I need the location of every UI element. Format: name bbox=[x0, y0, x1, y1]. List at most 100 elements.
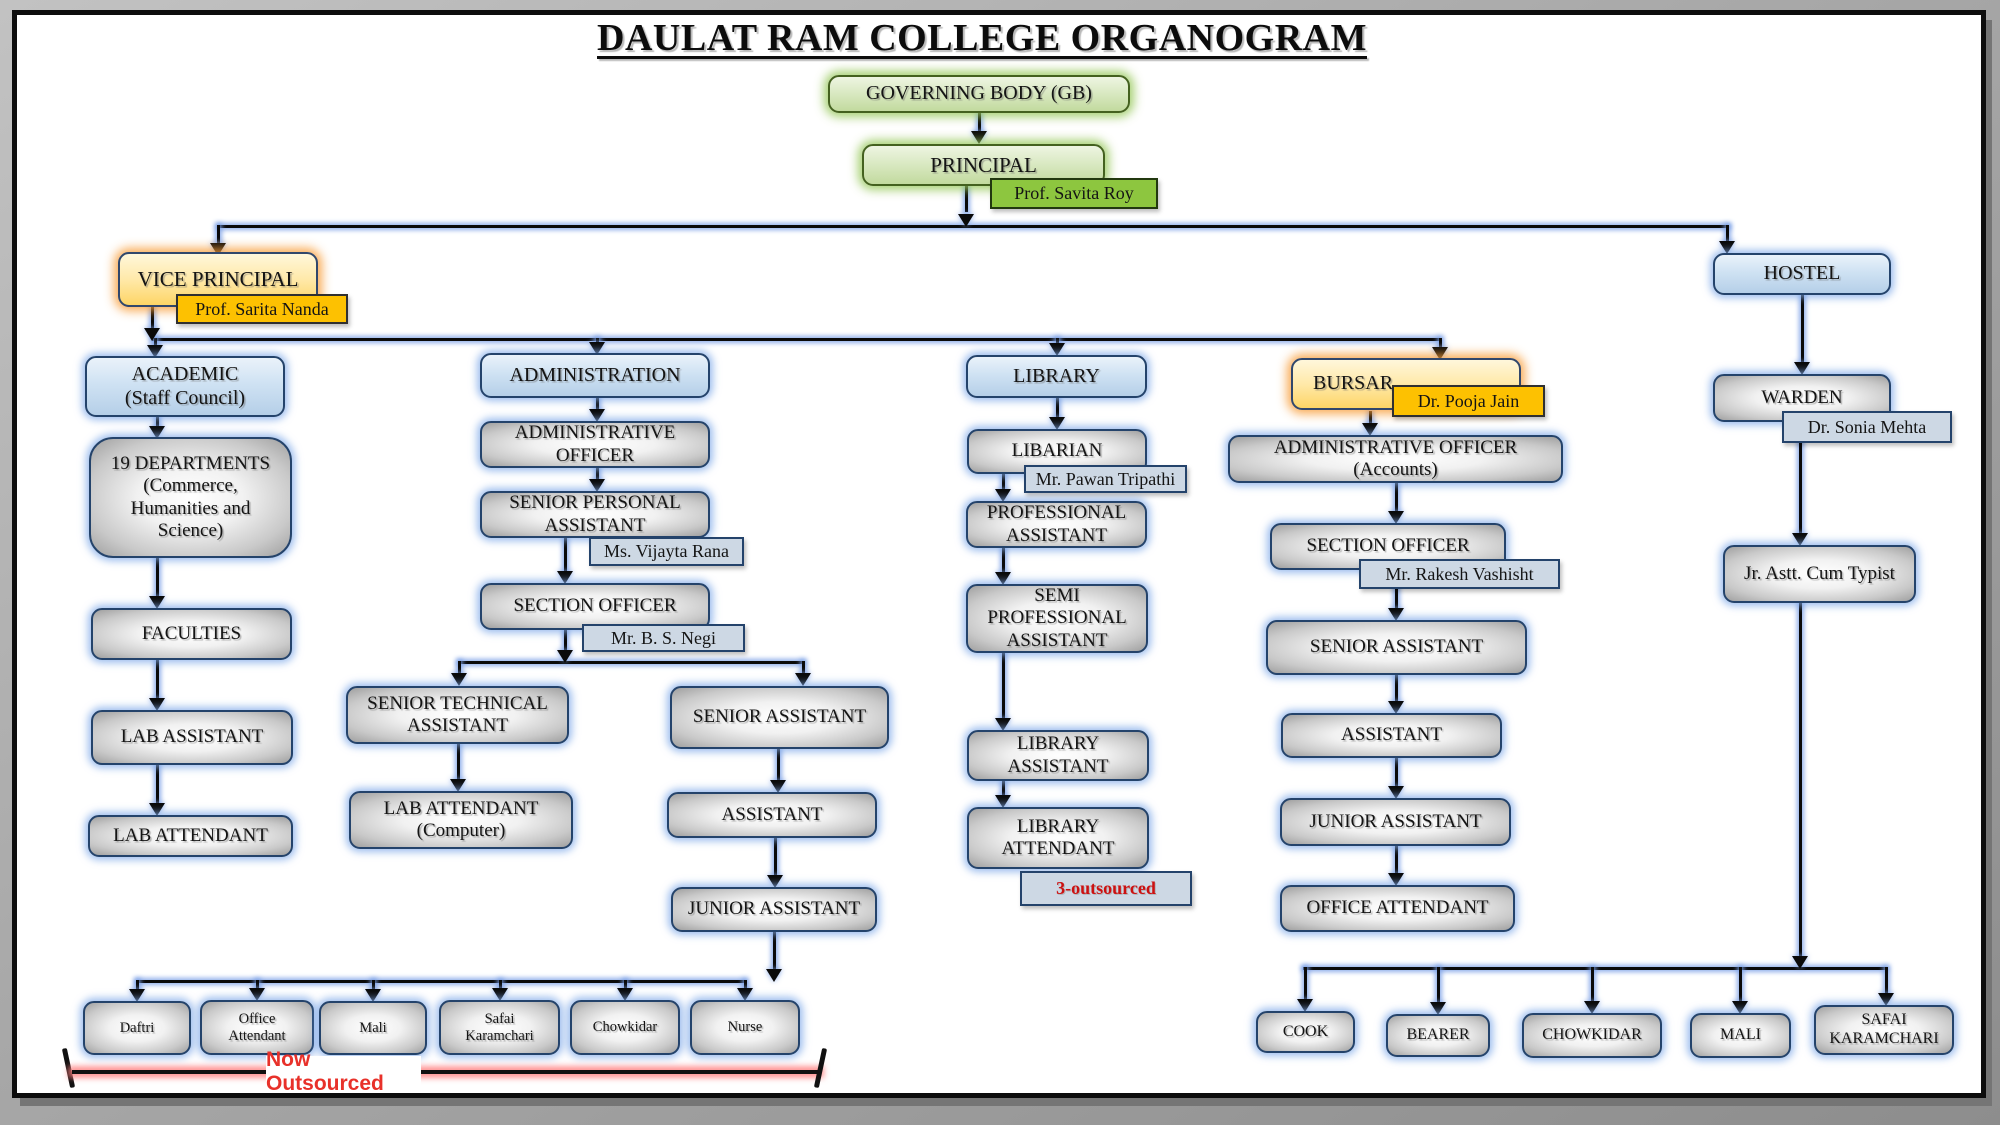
arrowhead-icon bbox=[149, 596, 165, 609]
arrowhead-icon bbox=[1878, 993, 1894, 1006]
arrowhead-icon bbox=[1388, 786, 1404, 799]
arrowhead-icon bbox=[770, 780, 786, 793]
connector-line bbox=[1726, 225, 1729, 242]
node-chowkidar-hostel: CHOWKIDAR bbox=[1522, 1013, 1662, 1058]
connector-line bbox=[457, 744, 460, 780]
node-mali-hostel: MALI bbox=[1690, 1013, 1791, 1058]
arrowhead-icon bbox=[971, 131, 987, 144]
node-library-attendant: LIBRARY ATTENDANT bbox=[967, 807, 1149, 869]
connector-line bbox=[596, 398, 599, 410]
node-safai-karamchari-outsourced: Safai Karamchari bbox=[439, 1000, 560, 1055]
connector-line bbox=[256, 980, 259, 990]
label-section-officer-accounts-name: Mr. Rakesh Vashisht bbox=[1359, 559, 1560, 589]
node-senior-personal-assistant: SENIOR PERSONAL ASSISTANT bbox=[480, 491, 710, 538]
node-senior-technical-assistant: SENIOR TECHNICAL ASSISTANT bbox=[346, 686, 569, 744]
connector-line bbox=[1056, 398, 1059, 418]
connector-line bbox=[1801, 295, 1804, 363]
connector-line bbox=[1395, 483, 1398, 512]
node-bearer: BEARER bbox=[1386, 1014, 1490, 1057]
arrowhead-icon bbox=[557, 571, 573, 584]
arrowhead-icon bbox=[1297, 999, 1313, 1012]
connector-line bbox=[156, 558, 159, 597]
arrowhead-icon bbox=[1388, 701, 1404, 714]
connector-line bbox=[624, 980, 627, 990]
node-faculties: FACULTIES bbox=[91, 608, 292, 660]
connector-line bbox=[564, 630, 567, 652]
arrowhead-icon bbox=[1792, 956, 1808, 969]
arrowhead-icon bbox=[249, 988, 265, 1001]
connector-line bbox=[458, 661, 461, 674]
node-lab-assistant: LAB ASSISTANT bbox=[91, 710, 293, 765]
connector-line bbox=[156, 765, 159, 804]
connector-line bbox=[1002, 474, 1005, 490]
label-warden-name: Dr. Sonia Mehta bbox=[1782, 411, 1952, 443]
connector-line bbox=[564, 538, 567, 572]
node-junior-assistant: JUNIOR ASSISTANT bbox=[671, 887, 877, 932]
arrowhead-icon bbox=[1732, 1001, 1748, 1014]
node-lab-attendant-computer: LAB ATTENDANT (Computer) bbox=[349, 791, 573, 849]
connector-line bbox=[152, 338, 1440, 341]
connector-line bbox=[1395, 570, 1398, 609]
node-safai-karamchari-hostel: SAFAI KARAMCHARI bbox=[1814, 1005, 1954, 1055]
node-cook: COOK bbox=[1256, 1011, 1355, 1053]
node-library: LIBRARY bbox=[966, 355, 1147, 398]
arrowhead-icon bbox=[1794, 362, 1810, 375]
arrowhead-icon bbox=[149, 426, 165, 439]
connector-line bbox=[1395, 675, 1398, 702]
arrowhead-icon bbox=[129, 989, 145, 1002]
connector-line bbox=[1002, 548, 1005, 573]
node-senior-assistant: SENIOR ASSISTANT bbox=[670, 686, 889, 749]
arrowhead-icon bbox=[144, 328, 160, 341]
connector-line bbox=[151, 307, 154, 329]
connector-line bbox=[217, 225, 220, 244]
node-junior-assistant-accounts: JUNIOR ASSISTANT bbox=[1280, 798, 1511, 846]
connector-line bbox=[136, 980, 139, 990]
arrowhead-icon bbox=[767, 875, 783, 888]
connector-line bbox=[773, 932, 776, 970]
connector-line bbox=[1002, 781, 1005, 796]
arrowhead-icon bbox=[995, 572, 1011, 585]
connector-line bbox=[1395, 758, 1398, 787]
arrowhead-icon bbox=[766, 969, 782, 982]
label-section-officer-name: Mr. B. S. Negi bbox=[582, 624, 745, 652]
arrowhead-icon bbox=[795, 673, 811, 686]
node-hostel: HOSTEL bbox=[1713, 253, 1891, 295]
arrowhead-icon bbox=[995, 489, 1011, 502]
arrowhead-icon bbox=[149, 698, 165, 711]
connector-line bbox=[1369, 411, 1372, 424]
arrowhead-icon bbox=[958, 214, 974, 227]
page-title: DAULAT RAM COLLEGE ORGANOGRAM bbox=[597, 17, 1367, 59]
connector-line bbox=[1885, 967, 1888, 994]
arrowhead-icon bbox=[995, 718, 1011, 731]
node-office-attendant-accounts: OFFICE ATTENDANT bbox=[1280, 885, 1515, 932]
arrowhead-icon bbox=[1719, 241, 1735, 254]
arrowhead-icon bbox=[1792, 533, 1808, 546]
connector-line bbox=[774, 838, 777, 876]
connector-line bbox=[1437, 967, 1440, 1003]
arrowhead-icon bbox=[617, 988, 633, 1001]
label-principal-name: Prof. Savita Roy bbox=[990, 178, 1158, 209]
arrowhead-icon bbox=[451, 673, 467, 686]
label-libarian-name: Mr. Pawan Tripathi bbox=[1024, 465, 1187, 493]
connector-line bbox=[744, 980, 747, 990]
connector-line bbox=[1056, 338, 1059, 344]
node-nurse: Nurse bbox=[690, 1000, 800, 1055]
arrowhead-icon bbox=[1432, 347, 1448, 360]
arrowhead-icon bbox=[149, 803, 165, 816]
arrowhead-icon bbox=[365, 989, 381, 1002]
outsourced-bracket-line bbox=[418, 1070, 820, 1074]
arrowhead-icon bbox=[147, 345, 163, 358]
label-bursar-name: Dr. Pooja Jain bbox=[1392, 385, 1545, 417]
arrowhead-icon bbox=[1049, 417, 1065, 430]
node-section-officer: SECTION OFFICER bbox=[480, 583, 710, 630]
connector-line bbox=[978, 113, 981, 133]
node-jr-astt-cum-typist: Jr. Astt. Cum Typist bbox=[1723, 545, 1916, 603]
node-office-attendant-outsourced: Office Attendant bbox=[200, 1000, 314, 1055]
connector-line bbox=[1002, 653, 1005, 719]
node-professional-assistant: PROFESSIONAL ASSISTANT bbox=[966, 501, 1147, 548]
connector-line bbox=[1591, 967, 1594, 1002]
arrowhead-icon bbox=[589, 342, 605, 355]
node-senior-assistant-accounts: SENIOR ASSISTANT bbox=[1266, 620, 1527, 675]
connector-line bbox=[156, 660, 159, 699]
